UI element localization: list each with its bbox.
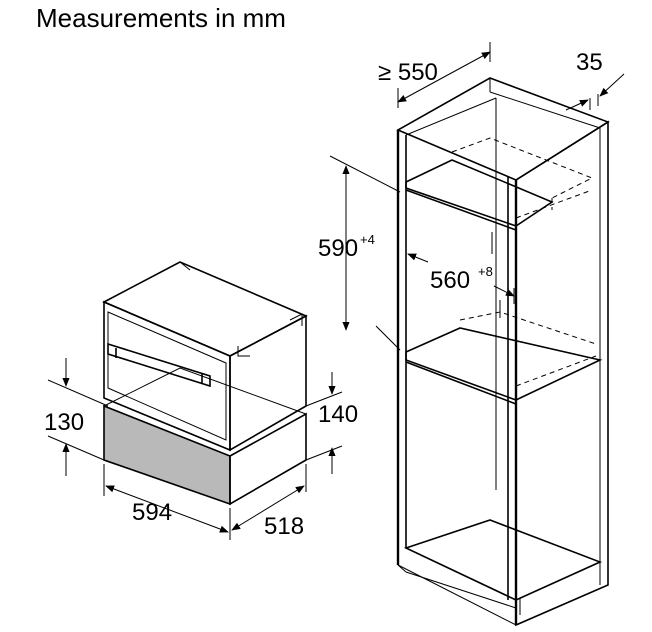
dim-cabinet-depth: ≥ 550	[378, 42, 491, 108]
niche-width-label: 560	[430, 267, 470, 294]
diagram-title: Measurements in mm	[36, 3, 286, 33]
dim-drawer-height: 130	[44, 358, 109, 476]
dim-niche-height: 590 +4	[318, 155, 401, 351]
dim-niche-width: 560 +8	[407, 253, 515, 304]
drawer-total-height-label: 140	[318, 401, 358, 428]
niche-height-tolerance: +4	[360, 232, 375, 247]
dim-panel-thickness: 35	[565, 49, 625, 111]
tall-cabinet	[396, 77, 610, 627]
dim-drawer-total-height: 140	[305, 372, 358, 474]
drawer-width-label: 594	[132, 499, 172, 526]
niche-height-label: 590	[318, 235, 358, 262]
panel-thickness-label: 35	[576, 49, 603, 76]
drawer-top	[102, 367, 308, 457]
cabinet-depth-label: ≥ 550	[378, 59, 438, 86]
drawer-height-label: 130	[44, 409, 84, 436]
drawer-depth-label: 518	[264, 513, 304, 540]
warming-drawer	[102, 367, 308, 506]
drawer-front	[103, 404, 231, 506]
oven-with-warming-drawer	[102, 261, 308, 452]
dim-drawer-width: 594	[103, 464, 231, 540]
niche-width-tolerance: +8	[478, 264, 493, 279]
dim-drawer-depth: 518	[231, 464, 307, 540]
